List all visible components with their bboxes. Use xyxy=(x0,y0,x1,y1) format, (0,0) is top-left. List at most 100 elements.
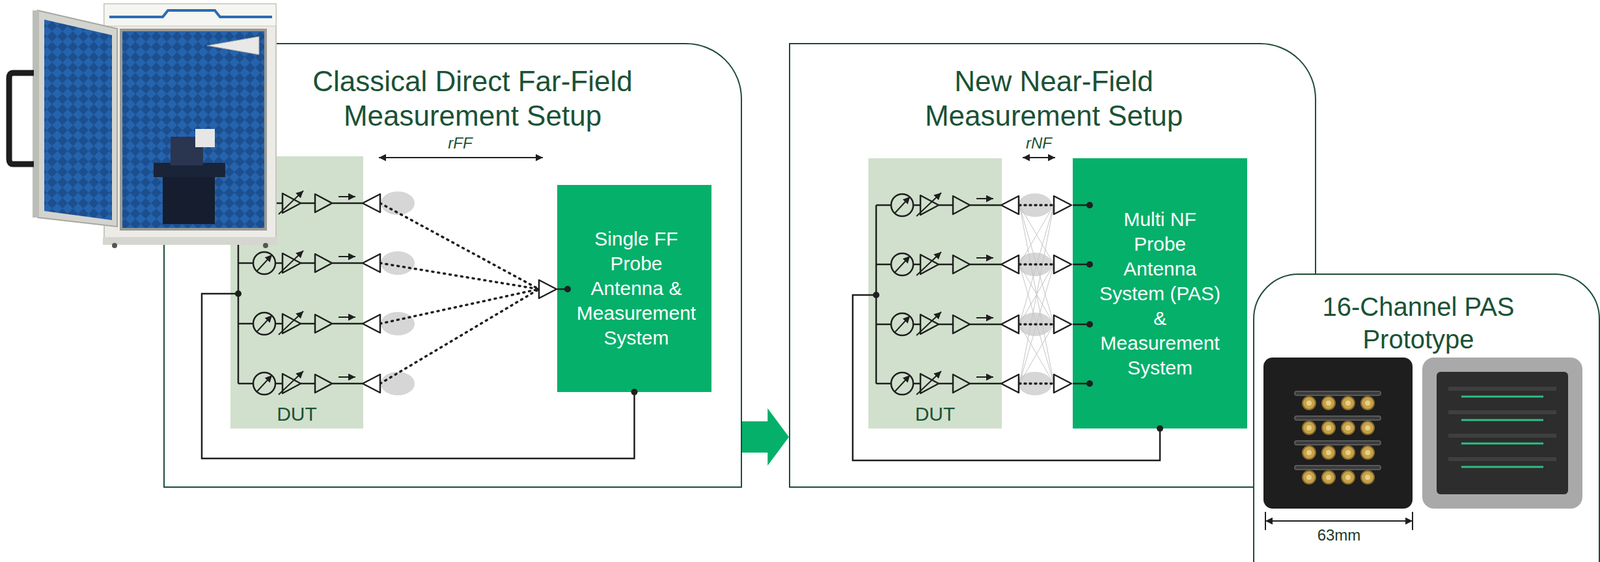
illustration-group xyxy=(378,157,557,396)
phase-shifter-arrow xyxy=(894,374,911,392)
antenna-symbol xyxy=(1001,374,1019,393)
illustration-group xyxy=(868,192,1019,395)
chamber-door xyxy=(37,10,118,227)
positioner-base xyxy=(162,177,215,224)
channel-wire xyxy=(913,263,921,266)
amplifier-symbol xyxy=(315,314,332,333)
channel-wire xyxy=(913,382,921,385)
pas-front-photo xyxy=(1263,357,1413,509)
junction-dot xyxy=(872,291,880,299)
amplifier-symbol xyxy=(952,255,970,274)
anechoic-chamber-photo xyxy=(0,0,280,250)
probe-antenna-symbol xyxy=(1053,255,1072,274)
cabinet-wheel xyxy=(262,242,269,249)
cavity-ridge xyxy=(1448,433,1557,438)
rf-connector xyxy=(1341,421,1355,435)
connector-pin xyxy=(1345,425,1351,431)
variable-gain-arrow xyxy=(278,311,304,335)
channel-wire xyxy=(876,263,892,266)
phase-shifter-arrow xyxy=(894,315,911,333)
connector-pin xyxy=(1325,425,1332,431)
channel-wire xyxy=(876,204,892,207)
channel-wire xyxy=(331,262,363,265)
channel-wire xyxy=(938,263,953,266)
channel-wire xyxy=(238,322,254,325)
variable-gain-arrow xyxy=(916,192,942,217)
rf-connector xyxy=(1322,470,1336,484)
probe-housing xyxy=(1422,357,1583,509)
port-dot xyxy=(1156,425,1164,432)
channel-wire xyxy=(876,323,892,326)
amplifier-symbol xyxy=(315,253,332,273)
measurement-system-box: Multi NF Probe Antenna System (PAS) & Me… xyxy=(1072,158,1248,429)
panel-title: Classical Direct Far-Field Measurement S… xyxy=(290,64,655,134)
coupling-line xyxy=(1019,205,1054,325)
channel-wire xyxy=(969,323,1002,326)
rf-connector xyxy=(1302,445,1316,459)
door-handle xyxy=(9,72,34,165)
channel-wire xyxy=(300,262,316,265)
channel-wire xyxy=(913,323,921,326)
coupling-line xyxy=(1019,324,1054,384)
channel-wire xyxy=(275,202,283,205)
cabinet-base xyxy=(102,236,278,245)
far-field-ray xyxy=(380,289,539,324)
measurement-system-box: Single FF Probe Antenna & Measurement Sy… xyxy=(557,184,712,392)
signal-direction-arrow xyxy=(338,376,356,378)
channel-wire xyxy=(275,382,283,385)
probe-antenna-symbol xyxy=(538,279,557,299)
connector-pin xyxy=(1345,449,1351,456)
chamber-absorber xyxy=(121,29,266,230)
probe-element-line xyxy=(1461,419,1544,422)
variable-gain-arrow xyxy=(278,190,304,215)
amplifier-symbol xyxy=(315,193,332,213)
channel-wire xyxy=(300,202,316,205)
port-dot xyxy=(631,388,638,396)
antenna-symbol xyxy=(362,253,381,273)
door-absorber xyxy=(44,19,112,221)
node-illustration xyxy=(868,158,1002,429)
amplifier-symbol xyxy=(952,195,970,215)
signal-direction-arrow xyxy=(338,255,356,258)
phase-shifter-arrow xyxy=(894,196,911,214)
rf-connector xyxy=(1361,445,1375,459)
phase-shifter-symbol xyxy=(891,372,914,395)
channel-wire xyxy=(275,262,283,265)
phase-shifter-symbol xyxy=(891,313,914,336)
panel-title: New Near-Field Measurement Setup xyxy=(923,64,1185,134)
rf-connector xyxy=(1302,421,1316,435)
width-dimension xyxy=(1265,520,1413,522)
channel-wire xyxy=(300,382,316,385)
cavity-ridge xyxy=(1448,386,1557,391)
junction-dot xyxy=(234,290,242,297)
near-field-link xyxy=(1019,262,1054,266)
phase-shifter-symbol xyxy=(253,192,276,215)
phase-shifter-arrow xyxy=(256,315,273,332)
coupling-line xyxy=(1019,205,1054,265)
phase-shifter-symbol xyxy=(891,253,914,276)
dut-box: DUT xyxy=(868,158,1002,429)
near-field-link xyxy=(1019,203,1054,207)
horn-antenna xyxy=(206,36,260,55)
rf-connector xyxy=(1341,470,1355,484)
radiation-spot xyxy=(380,191,415,215)
channel-wire xyxy=(238,382,254,385)
connector-pin xyxy=(1306,425,1312,431)
radiation-spot xyxy=(380,311,415,336)
connector-pin xyxy=(1365,400,1371,406)
housing-cavity xyxy=(1436,371,1569,495)
board-slot xyxy=(1294,465,1381,470)
variable-gain-arrow xyxy=(278,250,304,275)
label-anchor: rNF xyxy=(973,135,1104,152)
near-field-link xyxy=(1019,382,1054,385)
distance-label: rFF xyxy=(447,135,472,152)
panel-title: 16-Channel PAS Prototype xyxy=(1310,290,1526,356)
signal-direction-arrow xyxy=(976,257,994,259)
coupling-line xyxy=(1019,324,1054,384)
illustration-group xyxy=(230,190,381,395)
port-dot xyxy=(1086,380,1093,387)
dimension-tick xyxy=(1411,511,1414,530)
cabinet-top xyxy=(104,3,276,27)
connector-pin xyxy=(1365,425,1371,431)
